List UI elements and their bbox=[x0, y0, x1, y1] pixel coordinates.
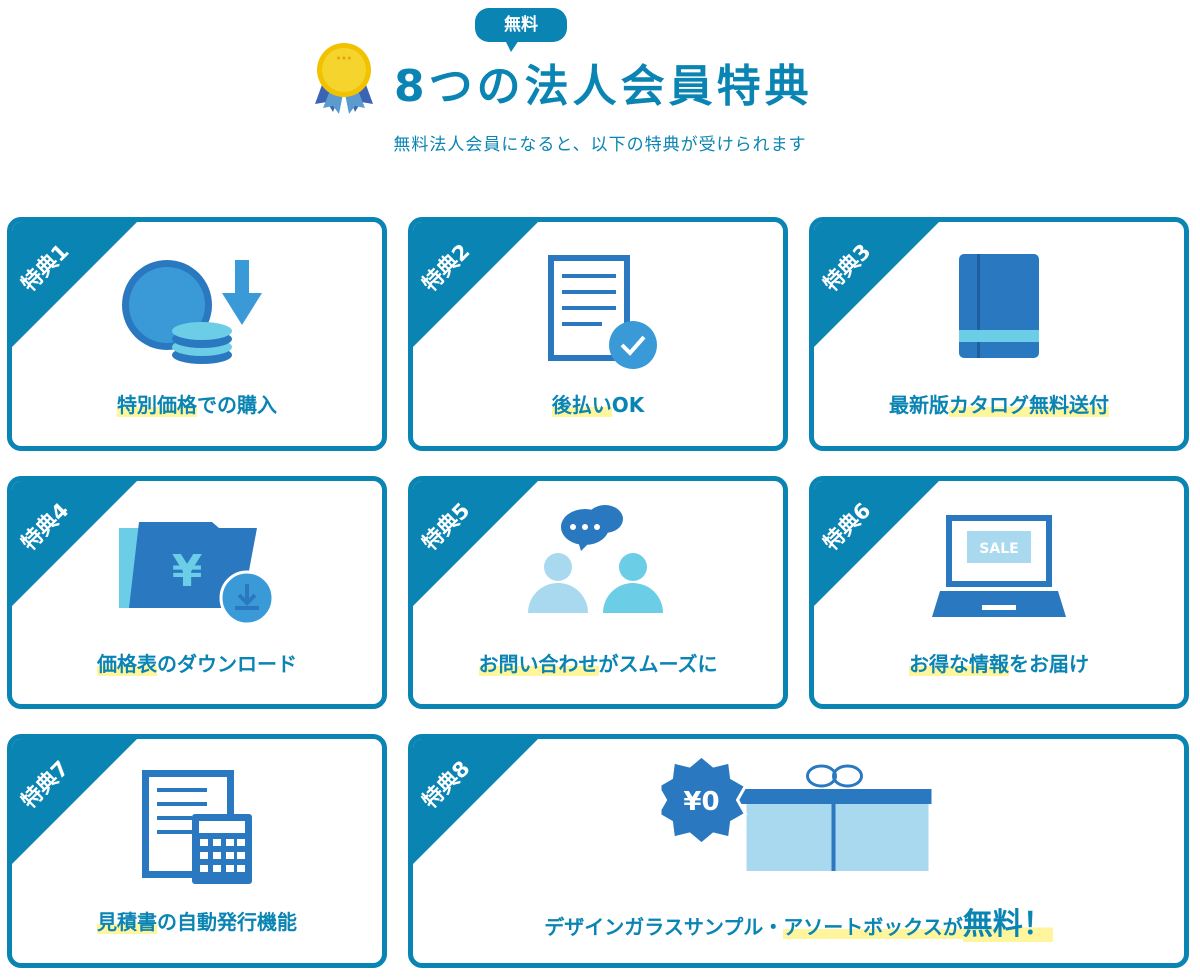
medal-icon: ★★★ bbox=[315, 43, 373, 114]
label-highlight: アソートボックスが bbox=[783, 915, 963, 939]
benefit-tag-label: 特典4 bbox=[16, 498, 74, 556]
benefit-tag: 特典6 bbox=[814, 481, 939, 606]
label-highlight: カタログ無料送付 bbox=[949, 393, 1109, 417]
svg-text:★★★: ★★★ bbox=[336, 55, 352, 62]
label-text: での購入 bbox=[197, 393, 277, 417]
benefit-card-3: 特典3 最新版カタログ無料送付 bbox=[809, 217, 1189, 451]
label-highlight: お問い合わせ bbox=[478, 652, 599, 676]
benefit-tag: 特典7 bbox=[12, 739, 137, 864]
benefit-card-8: 特典8 ¥0 デザインガラスサンプル・アソートボックスが無料！ bbox=[408, 734, 1189, 968]
coins-price-down-icon bbox=[122, 260, 262, 364]
benefit-card-2: 特典2 後払いOK bbox=[408, 217, 788, 451]
benefit-tag-label: 特典3 bbox=[818, 239, 876, 297]
benefit-tag: 特典8 bbox=[413, 739, 538, 864]
consultation-chat-icon bbox=[528, 505, 663, 613]
document-check-icon bbox=[548, 255, 657, 369]
benefit-label: 価格表のダウンロード bbox=[12, 648, 382, 677]
yen-glyph: ¥ bbox=[172, 546, 203, 597]
benefit-tag-label: 特典5 bbox=[417, 498, 475, 556]
benefit-label: 特別価格での購入 bbox=[12, 389, 382, 418]
label-highlight: 見積書 bbox=[97, 910, 157, 934]
label-highlight: 特別価格 bbox=[117, 393, 197, 417]
header: ★★★ 無料 8つの法人会員特典 無料法人会員になると、以下の特典が受けられます bbox=[0, 0, 1200, 170]
free-sample-box-icon: ¥0 bbox=[661, 754, 931, 871]
label-text: がスムーズに bbox=[598, 652, 718, 676]
benefit-label: 後払いOK bbox=[413, 389, 783, 418]
label-highlight: お得な情報 bbox=[909, 652, 1009, 676]
label-text: の自動発行機能 bbox=[157, 910, 297, 934]
label-text: OK bbox=[611, 393, 645, 417]
label-text: 最新版 bbox=[889, 393, 949, 417]
label-highlight-free: 無料！ bbox=[962, 907, 1053, 942]
benefit-tag: 特典2 bbox=[413, 222, 538, 347]
benefit-label: デザインガラスサンプル・アソートボックスが無料！ bbox=[413, 899, 1184, 943]
free-badge: 無料 bbox=[475, 8, 567, 52]
benefit-label: お得な情報をお届け bbox=[814, 648, 1184, 677]
catalog-book-icon bbox=[959, 254, 1039, 358]
benefit-card-5: 特典5 お問い合わせがスムーズに bbox=[408, 476, 788, 709]
benefit-tag-label: 特典8 bbox=[417, 756, 475, 814]
zero-yen-text: ¥0 bbox=[683, 787, 719, 817]
benefit-tag-label: 特典2 bbox=[417, 239, 475, 297]
benefit-card-6: 特典6 SALE お得な情報をお届け bbox=[809, 476, 1189, 709]
benefit-label: お問い合わせがスムーズに bbox=[413, 648, 783, 677]
benefit-tag-label: 特典7 bbox=[16, 756, 74, 814]
price-list-download-icon: ¥ bbox=[119, 522, 275, 626]
label-highlight: 後払い bbox=[551, 393, 612, 417]
page-title: 8つの法人会員特典 bbox=[394, 61, 813, 112]
benefit-label: 最新版カタログ無料送付 bbox=[814, 389, 1184, 418]
benefit-tag: 特典1 bbox=[12, 222, 137, 347]
benefit-tag-label: 特典6 bbox=[818, 498, 876, 556]
benefit-card-4: 特典4 ¥ 価格表のダウンロード bbox=[7, 476, 387, 709]
label-text: のダウンロード bbox=[157, 652, 297, 676]
estimate-calculator-icon bbox=[142, 770, 252, 884]
benefit-label: 見積書の自動発行機能 bbox=[12, 906, 382, 935]
laptop-sale-icon: SALE bbox=[932, 515, 1066, 617]
benefit-tag: 特典5 bbox=[413, 481, 538, 606]
benefit-tag-label: 特典1 bbox=[16, 239, 74, 297]
benefit-card-1: 特典1 特別価格での購入 bbox=[7, 217, 387, 451]
page-subtitle: 無料法人会員になると、以下の特典が受けられます bbox=[393, 135, 807, 155]
benefit-tag: 特典3 bbox=[814, 222, 939, 347]
label-text: をお届け bbox=[1009, 652, 1089, 676]
label-text: デザインガラスサンプル・ bbox=[544, 915, 784, 939]
benefit-card-7: 特典7 見積書の自動発行機能 bbox=[7, 734, 387, 968]
sale-text: SALE bbox=[979, 541, 1018, 557]
label-highlight: 価格表 bbox=[97, 652, 157, 676]
